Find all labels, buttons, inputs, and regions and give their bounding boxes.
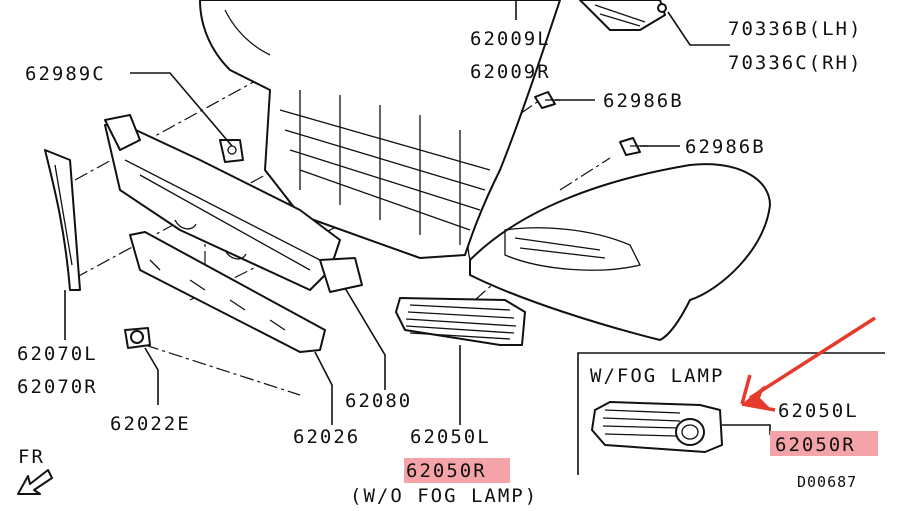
label-62026: 62026 [293,426,360,448]
label-62050l-inset: 62050L [778,400,859,422]
red-callout-arrow [740,316,876,412]
label-62009r: 62009R [470,61,551,83]
screw-62986b-upper [534,91,560,109]
label-62080: 62080 [345,390,412,412]
label-62009l: 62009L [470,28,551,50]
label-62050l-main: 62050L [410,426,491,448]
side-trim-62070 [44,149,81,291]
lower-skirt-62026 [129,231,326,353]
label-62050r-inset: 62050R [775,434,856,456]
wfog-inset-box [577,352,885,475]
leader-lines [64,0,730,425]
label-62986b-upper: 62986B [603,90,684,112]
label-fr: FR [18,446,45,468]
fr-direction-arrow [17,469,53,495]
reinforcement-62080 [104,114,363,293]
label-62986b-lower: 62986B [685,136,766,158]
bracket-70336 [579,0,667,31]
label-62050r-main: 62050R [406,460,487,482]
diagram-code: D00687 [797,473,857,491]
retainer-62022e [124,327,151,349]
label-70336c: 70336C(RH) [728,52,862,74]
bumper-face [467,163,771,341]
clip-62989c [219,139,244,163]
highlight-62050r-main [404,458,510,483]
label-62022e: 62022E [110,413,191,435]
label-62989c: 62989C [25,63,106,85]
inset-title-wfog-lamp: W/FOG LAMP [590,365,724,387]
label-62070l: 62070L [17,343,98,365]
highlight-62050r-inset [770,431,878,456]
caption-wo-fog-lamp: (W/O FOG LAMP) [350,485,538,507]
label-62070r: 62070R [17,376,98,398]
label-70336b: 70336B(LH) [728,18,862,40]
grille-frame-62009 [199,0,561,259]
fog-cover-no-lamp [395,297,526,346]
